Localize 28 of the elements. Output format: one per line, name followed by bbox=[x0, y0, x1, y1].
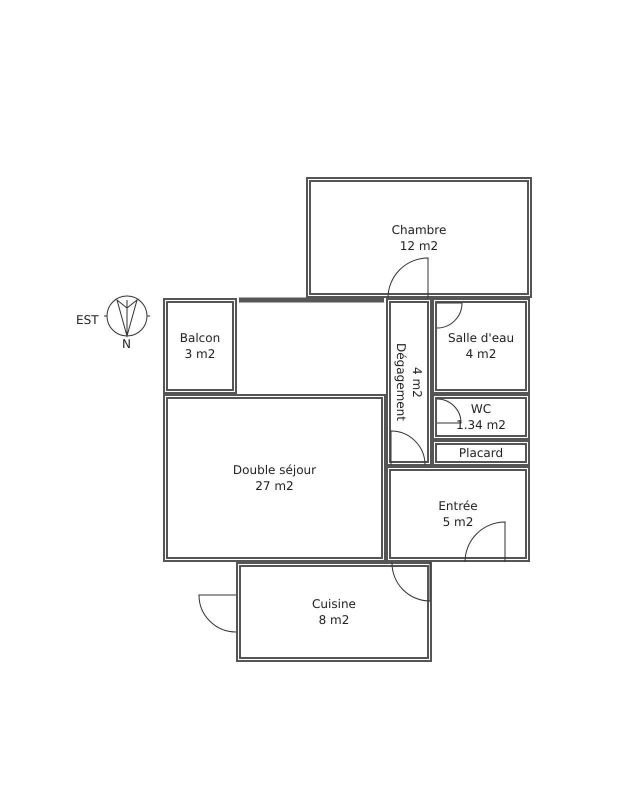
compass-label: EST bbox=[76, 313, 99, 327]
north-label: N bbox=[122, 337, 131, 351]
room bbox=[386, 466, 530, 562]
room-name: Entrée bbox=[438, 498, 478, 514]
room bbox=[163, 298, 237, 394]
room bbox=[163, 394, 386, 562]
room-area: 5 m2 bbox=[442, 514, 474, 530]
room-name: Double séjour bbox=[232, 462, 316, 478]
room-name: Salle d'eau bbox=[448, 330, 514, 346]
room-name: WC bbox=[470, 401, 492, 417]
room-area: 4 m2 bbox=[409, 366, 425, 398]
room-area: 12 m2 bbox=[400, 238, 438, 254]
room-area: 1.34 m2 bbox=[456, 417, 506, 433]
room bbox=[236, 562, 432, 662]
room-name: Balcon bbox=[180, 330, 220, 346]
room-area: 4 m2 bbox=[466, 346, 496, 362]
room bbox=[306, 177, 532, 298]
room-area: 3 m2 bbox=[184, 346, 216, 362]
room bbox=[386, 298, 432, 466]
room bbox=[432, 394, 530, 440]
room bbox=[432, 298, 530, 394]
room-name: Chambre bbox=[392, 222, 446, 238]
room-area: 27 m2 bbox=[255, 478, 294, 494]
room-name: Cuisine bbox=[312, 596, 356, 612]
room-name: Placard bbox=[458, 445, 504, 461]
room-name: Dégagement bbox=[393, 343, 409, 421]
room-area: 8 m2 bbox=[318, 612, 350, 628]
closet bbox=[432, 440, 530, 466]
